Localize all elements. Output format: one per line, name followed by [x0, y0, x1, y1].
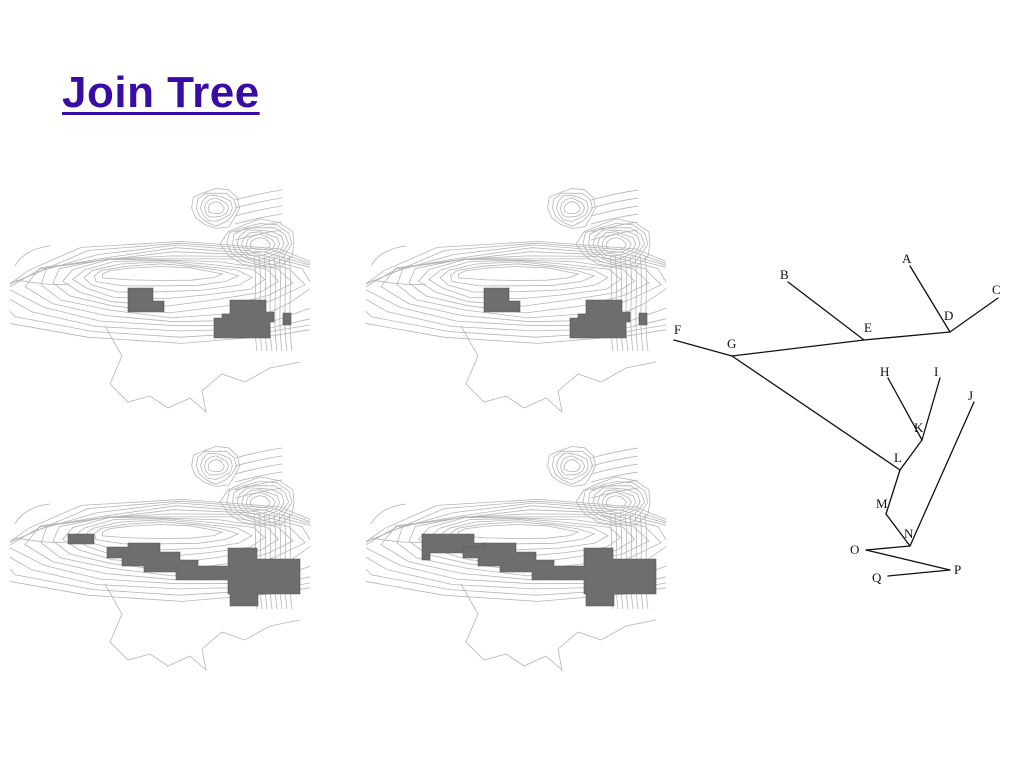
- tree-node-label: Q: [872, 570, 882, 584]
- tree-node-label: E: [864, 320, 872, 335]
- slide-title: Join Tree: [62, 68, 260, 117]
- tree-edge-J-N: [909, 401, 975, 547]
- tree-edge-F-G: [673, 339, 733, 357]
- tree-node-label: B: [780, 267, 789, 282]
- tree-node-label: F: [674, 322, 681, 337]
- tree-edge-B-E: [787, 281, 865, 341]
- tree-edge-M-N: [885, 513, 911, 547]
- region-left-dash: [67, 533, 95, 545]
- contour-map-top-left: [10, 186, 310, 416]
- tree-edge-L-M: [885, 469, 901, 515]
- region-large-center-block: [213, 299, 275, 339]
- tree-node-label: M: [876, 496, 888, 511]
- tree-node-label: K: [914, 420, 924, 435]
- tree-node-label: C: [992, 282, 1001, 297]
- region-small-left-block: [127, 287, 165, 313]
- tree-edge-I-K: [921, 377, 941, 441]
- tree-node-label: L: [894, 450, 902, 465]
- tree-node-label: P: [954, 562, 961, 577]
- tree-node-label: I: [934, 364, 938, 379]
- tree-node-label: H: [880, 364, 889, 379]
- tree-node-label: D: [944, 308, 953, 323]
- tree-node-label: G: [727, 336, 736, 351]
- tree-node-label: A: [902, 252, 912, 266]
- region-connected-chain: [462, 542, 657, 607]
- tree-edge-G-L: [731, 355, 901, 471]
- tree-node-label: N: [904, 526, 914, 541]
- tree-edge-K-L: [899, 439, 923, 471]
- region-small-right-square: [282, 312, 292, 326]
- tree-edge-N-O: [865, 545, 911, 551]
- region-connected-chain: [106, 542, 301, 607]
- tree-edge-H-K: [887, 377, 923, 441]
- region-large-center-block: [569, 299, 631, 339]
- tree-node-label: O: [850, 542, 859, 557]
- tree-edge-A-D: [909, 265, 951, 333]
- region-small-left-block: [483, 287, 521, 313]
- tree-edge-D-C: [949, 297, 999, 333]
- contour-map-bottom-left: [10, 444, 310, 674]
- tree-node-label: J: [968, 388, 973, 403]
- contour-map-bottom-right: [366, 444, 666, 674]
- tree-edge-G-E: [731, 339, 865, 357]
- contour-map-top-right: [366, 186, 666, 416]
- tree-edge-E-D: [863, 331, 951, 341]
- tree-edge-O-P: [865, 549, 951, 571]
- tree-edge-P-Q: [887, 569, 951, 577]
- region-small-right-square: [638, 312, 648, 326]
- join-tree-diagram: A B C D E F G H I J KL M N O P Q: [673, 252, 1001, 584]
